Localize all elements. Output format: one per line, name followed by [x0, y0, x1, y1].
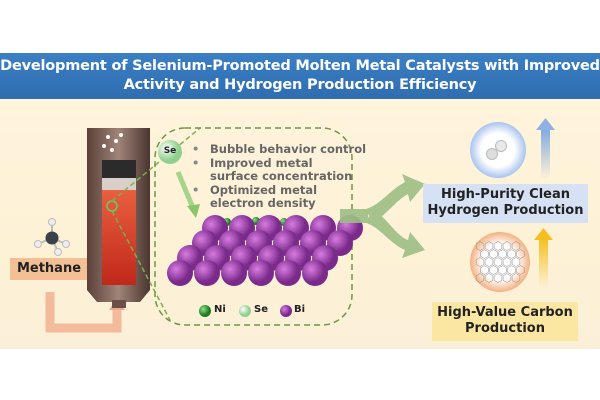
effect-item: Improved metal surface concentration [192, 156, 360, 184]
graphene-hexagon [484, 273, 494, 283]
legend-ni-label: Ni [214, 304, 226, 315]
bi-atom-icon [248, 260, 274, 286]
carbon-label-box [432, 302, 578, 341]
graphene-hexagon [484, 241, 494, 251]
zoom-line [111, 127, 201, 202]
carbon-product-label: High-Value Carbon Production [432, 305, 578, 337]
bi-atom-icon [167, 260, 193, 286]
graphene-hexagon [480, 265, 489, 275]
graphene-hexagon [493, 273, 503, 283]
effect-item: Optimized metal electron density [192, 183, 320, 211]
h2-atom-icon [495, 140, 507, 152]
legend-bi-label: Bi [294, 304, 306, 315]
graphene-hexagon [498, 265, 507, 275]
se-atom-label: Se [163, 146, 177, 156]
graphene-hexagon [507, 265, 516, 275]
graphene-hexagon [507, 249, 516, 259]
title-banner: Development of Selenium-Promoted Molten … [0, 53, 600, 99]
carbon-label-line-1: High-Value Carbon [437, 305, 573, 320]
carbon-label-line-2: Production [465, 321, 545, 336]
feed-loop-arrow [45, 292, 122, 333]
graphene-hexagon [502, 273, 512, 283]
graphene-hexagon [511, 257, 521, 267]
legend-bi-icon [280, 305, 292, 317]
catalyst-effects-list: Bubble behavior control Improved metal s… [192, 142, 366, 211]
carbon-up-arrow [539, 238, 548, 288]
se-arrow [175, 171, 196, 209]
graphene-hexagon [498, 249, 507, 259]
graphene-circle [470, 232, 530, 292]
catalyst-lattice [167, 215, 363, 286]
legend-ni-icon [199, 305, 211, 317]
graphene-hexagon [493, 257, 503, 267]
hydrogen-label-line-2: Hydrogen Production [427, 203, 584, 218]
split-arrow-icon [340, 174, 425, 258]
methane-label: Methane [16, 261, 82, 276]
title-line-1: Development of Selenium-Promoted Molten … [0, 58, 600, 74]
zoom-line [111, 210, 171, 321]
graphene-hexagon [502, 241, 512, 251]
bi-atom-icon [302, 260, 328, 286]
graphene-hexagon [489, 249, 498, 259]
hydrogen-label-line-1: High-Purity Clean [441, 187, 570, 202]
methane-molecule-icon [34, 218, 70, 256]
hydrogen-up-arrow [541, 128, 550, 178]
bi-atom-icon [275, 260, 301, 286]
h2-atom-icon [486, 148, 498, 160]
reactor-column [87, 128, 150, 308]
graphene-lattice-icon [475, 241, 525, 283]
hydrogen-label-box [423, 184, 588, 223]
graphene-hexagon [511, 273, 521, 283]
se-atom-icon [158, 140, 182, 164]
bi-atom-icon [194, 260, 220, 286]
graphene-hexagon [511, 241, 521, 251]
graphene-hexagon [480, 249, 489, 259]
legend-se-icon [239, 305, 251, 317]
graphene-hexagon [516, 265, 525, 275]
title-line-2: Activity and Hydrogen Production Efficie… [123, 77, 477, 93]
effect-item: Bubble behavior control [192, 142, 366, 157]
graphene-hexagon [484, 257, 494, 267]
graphene-hexagon [475, 257, 485, 267]
graphene-hexagon [516, 249, 525, 259]
graphene-hexagon [489, 265, 498, 275]
graphene-hexagon [493, 241, 503, 251]
graphene-hexagon [502, 257, 512, 267]
graphene-hexagon [475, 241, 485, 251]
hydrogen-product-label: High-Purity Clean Hydrogen Production [423, 187, 588, 219]
legend-se-label: Se [254, 304, 268, 315]
graphene-hexagon [475, 273, 485, 283]
bi-atom-icon [221, 260, 247, 286]
methane-label-box [10, 258, 88, 280]
